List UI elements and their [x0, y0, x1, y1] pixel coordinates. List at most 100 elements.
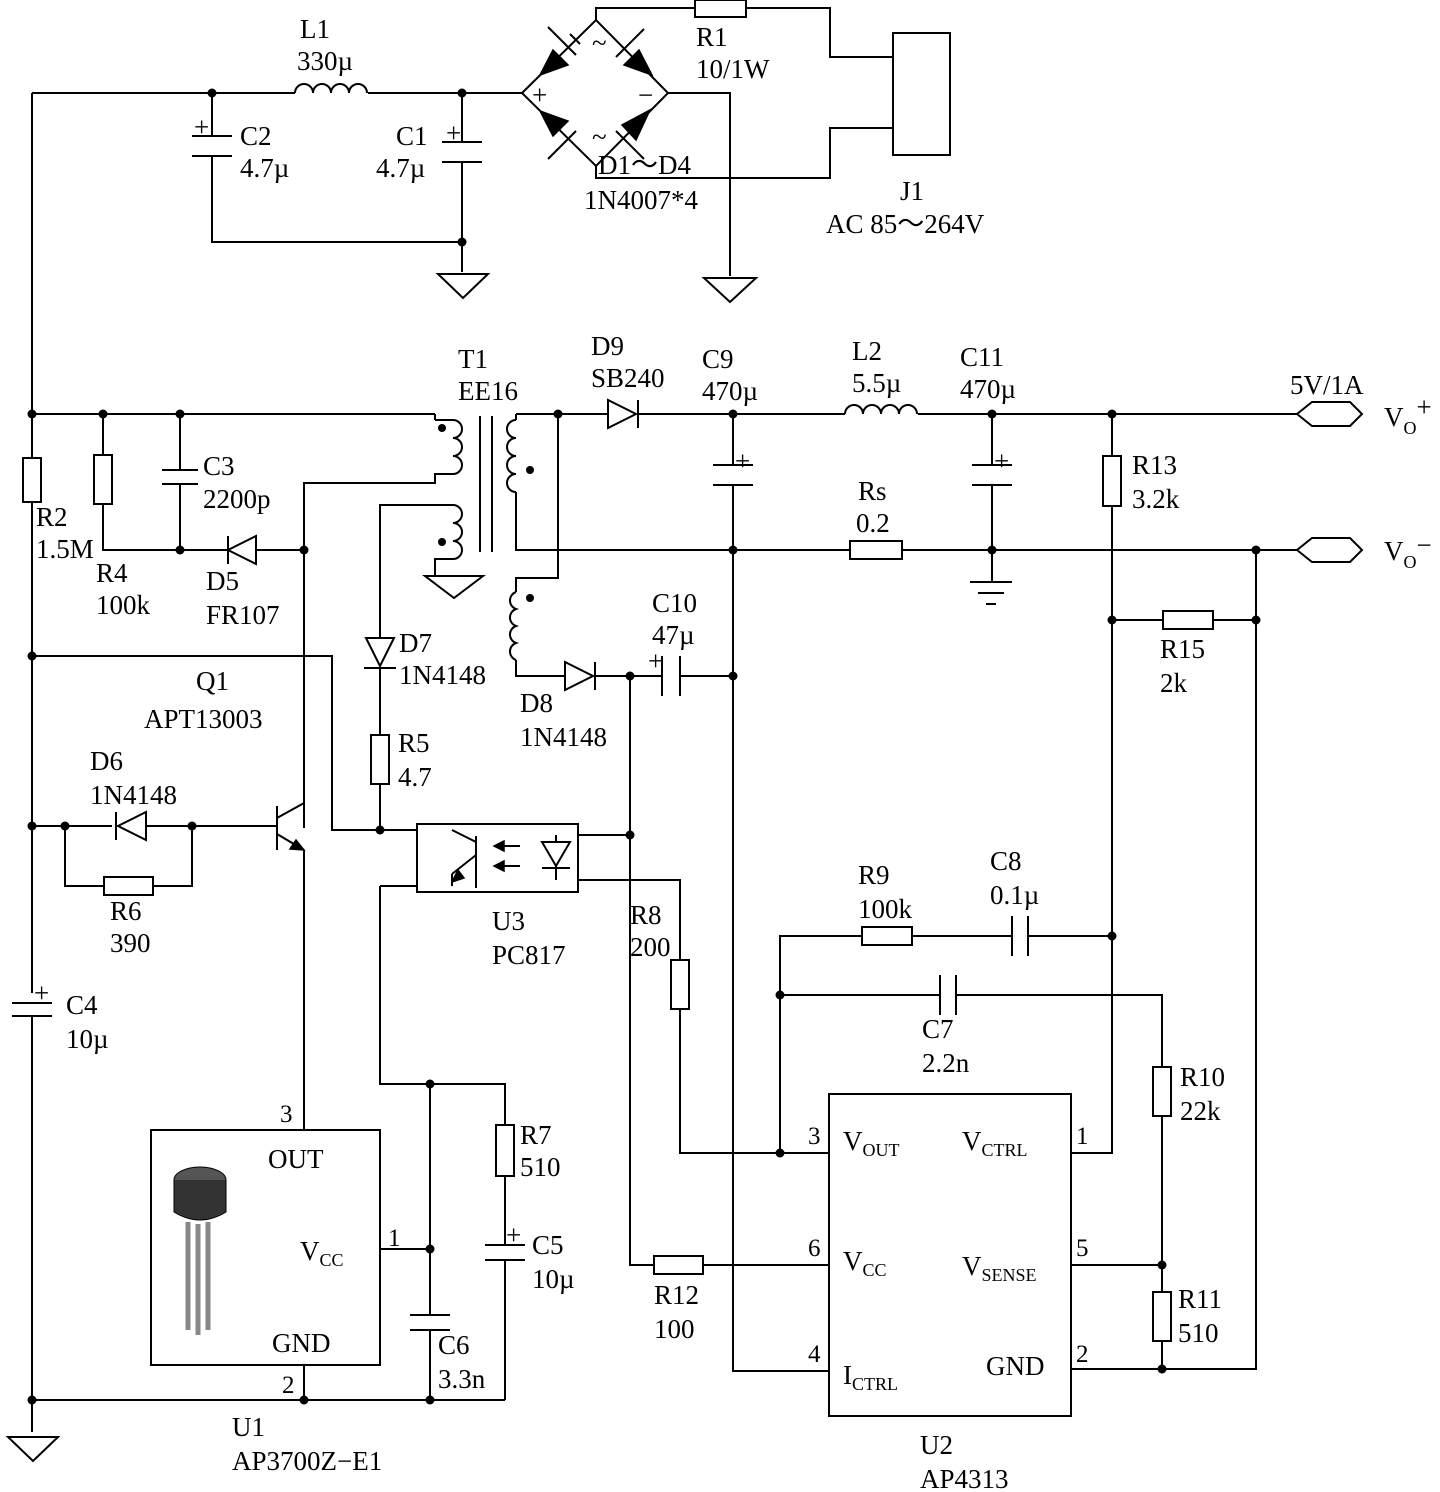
u2-pin-num-2: 2 [1076, 1341, 1089, 1368]
label-r1-ref: R1 [696, 22, 728, 52]
capacitor-c6 [410, 1314, 450, 1331]
resistor-r9 [861, 926, 913, 946]
u2-pin-vcc: VCC [843, 1246, 887, 1280]
label-l1-ref: L1 [300, 14, 330, 44]
resistor-r7 [495, 1124, 515, 1177]
label-r4-ref: R4 [96, 558, 128, 588]
u2-pin-labels: VOUT VCTRL VCC VSENSE ICTRL GND 3 1 6 5 … [808, 1123, 1089, 1394]
ic-u2 [828, 1093, 1072, 1417]
resistor-r11 [1152, 1291, 1172, 1342]
label-u1-value: AP3700Z−E1 [232, 1446, 382, 1476]
label-c3-value: 2200p [203, 484, 271, 514]
ground-symbol [435, 273, 491, 300]
diode-d9 [607, 398, 639, 430]
connector-j1 [892, 32, 951, 156]
ground-symbol [701, 277, 759, 304]
u2-pin-num-4: 4 [808, 1341, 821, 1368]
capacitor-c8 [1011, 916, 1029, 956]
inductor-l2 [844, 404, 918, 415]
label-c8-value: 0.1µ [990, 880, 1039, 910]
label-r13-value: 3.2k [1132, 484, 1180, 514]
label-u1-ref: U1 [232, 1412, 265, 1442]
label-r7-value: 510 [520, 1152, 561, 1182]
diode-d7 [364, 637, 396, 669]
component-labels: L1 330µ C2 4.7µ C1 4.7µ R1 10/1W D1～D4 1… [36, 14, 1225, 1492]
resistor-r4 [93, 454, 113, 505]
capacitor-c5: + [485, 1220, 525, 1261]
label-c6-value: 3.3n [438, 1364, 486, 1394]
label-rs-ref: Rs [858, 476, 887, 506]
label-d7-value: 1N4148 [399, 660, 486, 690]
label-r12-ref: R12 [654, 1280, 699, 1310]
label-u3-value: PC817 [492, 940, 566, 970]
svg-text:+: + [506, 1220, 521, 1250]
label-c1-ref: C1 [396, 121, 428, 151]
wires [31, 7, 1297, 1432]
resistor-r8 [670, 959, 690, 1010]
capacitor-c11: + [972, 446, 1012, 486]
label-j1-value: AC 85～264V [826, 209, 985, 239]
terminal-vo-plus [1295, 401, 1364, 427]
ground-symbol [422, 575, 486, 600]
to92-package-image [173, 1166, 227, 1335]
u2-pin-num-5: 5 [1076, 1235, 1089, 1262]
resistor-r1 [694, 0, 747, 18]
u2-pin-vout: VOUT [843, 1126, 900, 1160]
label-r5-ref: R5 [398, 728, 430, 758]
label-r12-value: 100 [654, 1314, 695, 1344]
label-r11-value: 510 [1178, 1318, 1219, 1348]
label-r6-value: 390 [110, 928, 151, 958]
label-c9-value: 470µ [702, 376, 758, 406]
label-d1-value: 1N4007*4 [584, 185, 698, 215]
label-d5-value: FR107 [206, 600, 280, 630]
u1-pin-num-1: 1 [388, 1225, 401, 1252]
label-c2-value: 4.7µ [240, 153, 289, 183]
label-c1-value: 4.7µ [376, 153, 425, 183]
label-r10-value: 22k [1180, 1096, 1221, 1126]
label-r2-value: 1.5M [36, 534, 94, 564]
signal-ground-symbol [970, 581, 1012, 605]
u1-pin-num-2: 2 [282, 1372, 295, 1399]
label-d6-ref: D6 [90, 746, 123, 776]
label-d9-value: SB240 [591, 363, 665, 393]
u2-pin-num-1: 1 [1076, 1123, 1089, 1150]
diode-d5 [225, 534, 257, 566]
label-r10-ref: R10 [1180, 1062, 1225, 1092]
label-r11-ref: R11 [1178, 1284, 1222, 1314]
vo-minus-label: VO− [1384, 530, 1432, 572]
label-d6-value: 1N4148 [90, 780, 177, 810]
label-l2-ref: L2 [852, 336, 882, 366]
label-d7-ref: D7 [399, 628, 432, 658]
label-c9-ref: C9 [702, 344, 734, 374]
label-c11-value: 470µ [960, 374, 1016, 404]
resistor-r5 [370, 734, 390, 785]
transistor-q1 [276, 796, 306, 851]
label-c4-value: 10µ [66, 1024, 109, 1054]
u2-pin-ictrl: ICTRL [843, 1360, 898, 1394]
label-j1-ref: J1 [900, 176, 924, 206]
output-rating: 5V/1A [1290, 370, 1364, 400]
transformer-t1 [434, 414, 534, 661]
ic-u1 [150, 1129, 381, 1366]
label-l2-value: 5.5µ [852, 368, 901, 398]
junction-dots [27, 88, 1261, 1405]
svg-text:+: + [532, 80, 547, 110]
resistor-r13 [1102, 455, 1122, 507]
label-d8-ref: D8 [520, 688, 553, 718]
label-r5-value: 4.7 [398, 762, 432, 792]
u2-pin-vctrl: VCTRL [962, 1126, 1028, 1160]
label-c2-ref: C2 [240, 121, 272, 151]
ground-symbol [5, 1436, 61, 1463]
svg-text:−: − [638, 80, 653, 110]
label-d5-ref: D5 [206, 566, 239, 596]
u2-pin-num-3: 3 [808, 1123, 821, 1150]
label-d8-value: 1N4148 [520, 722, 607, 752]
vo-plus-label: VO+ [1384, 392, 1432, 438]
label-r9-ref: R9 [858, 860, 890, 890]
label-r8-value: 200 [630, 932, 671, 962]
label-r15-ref: R15 [1160, 634, 1205, 664]
inductor-l1 [294, 83, 368, 94]
label-c11-ref: C11 [960, 342, 1004, 372]
label-r1-value: 10/1W [696, 54, 770, 84]
